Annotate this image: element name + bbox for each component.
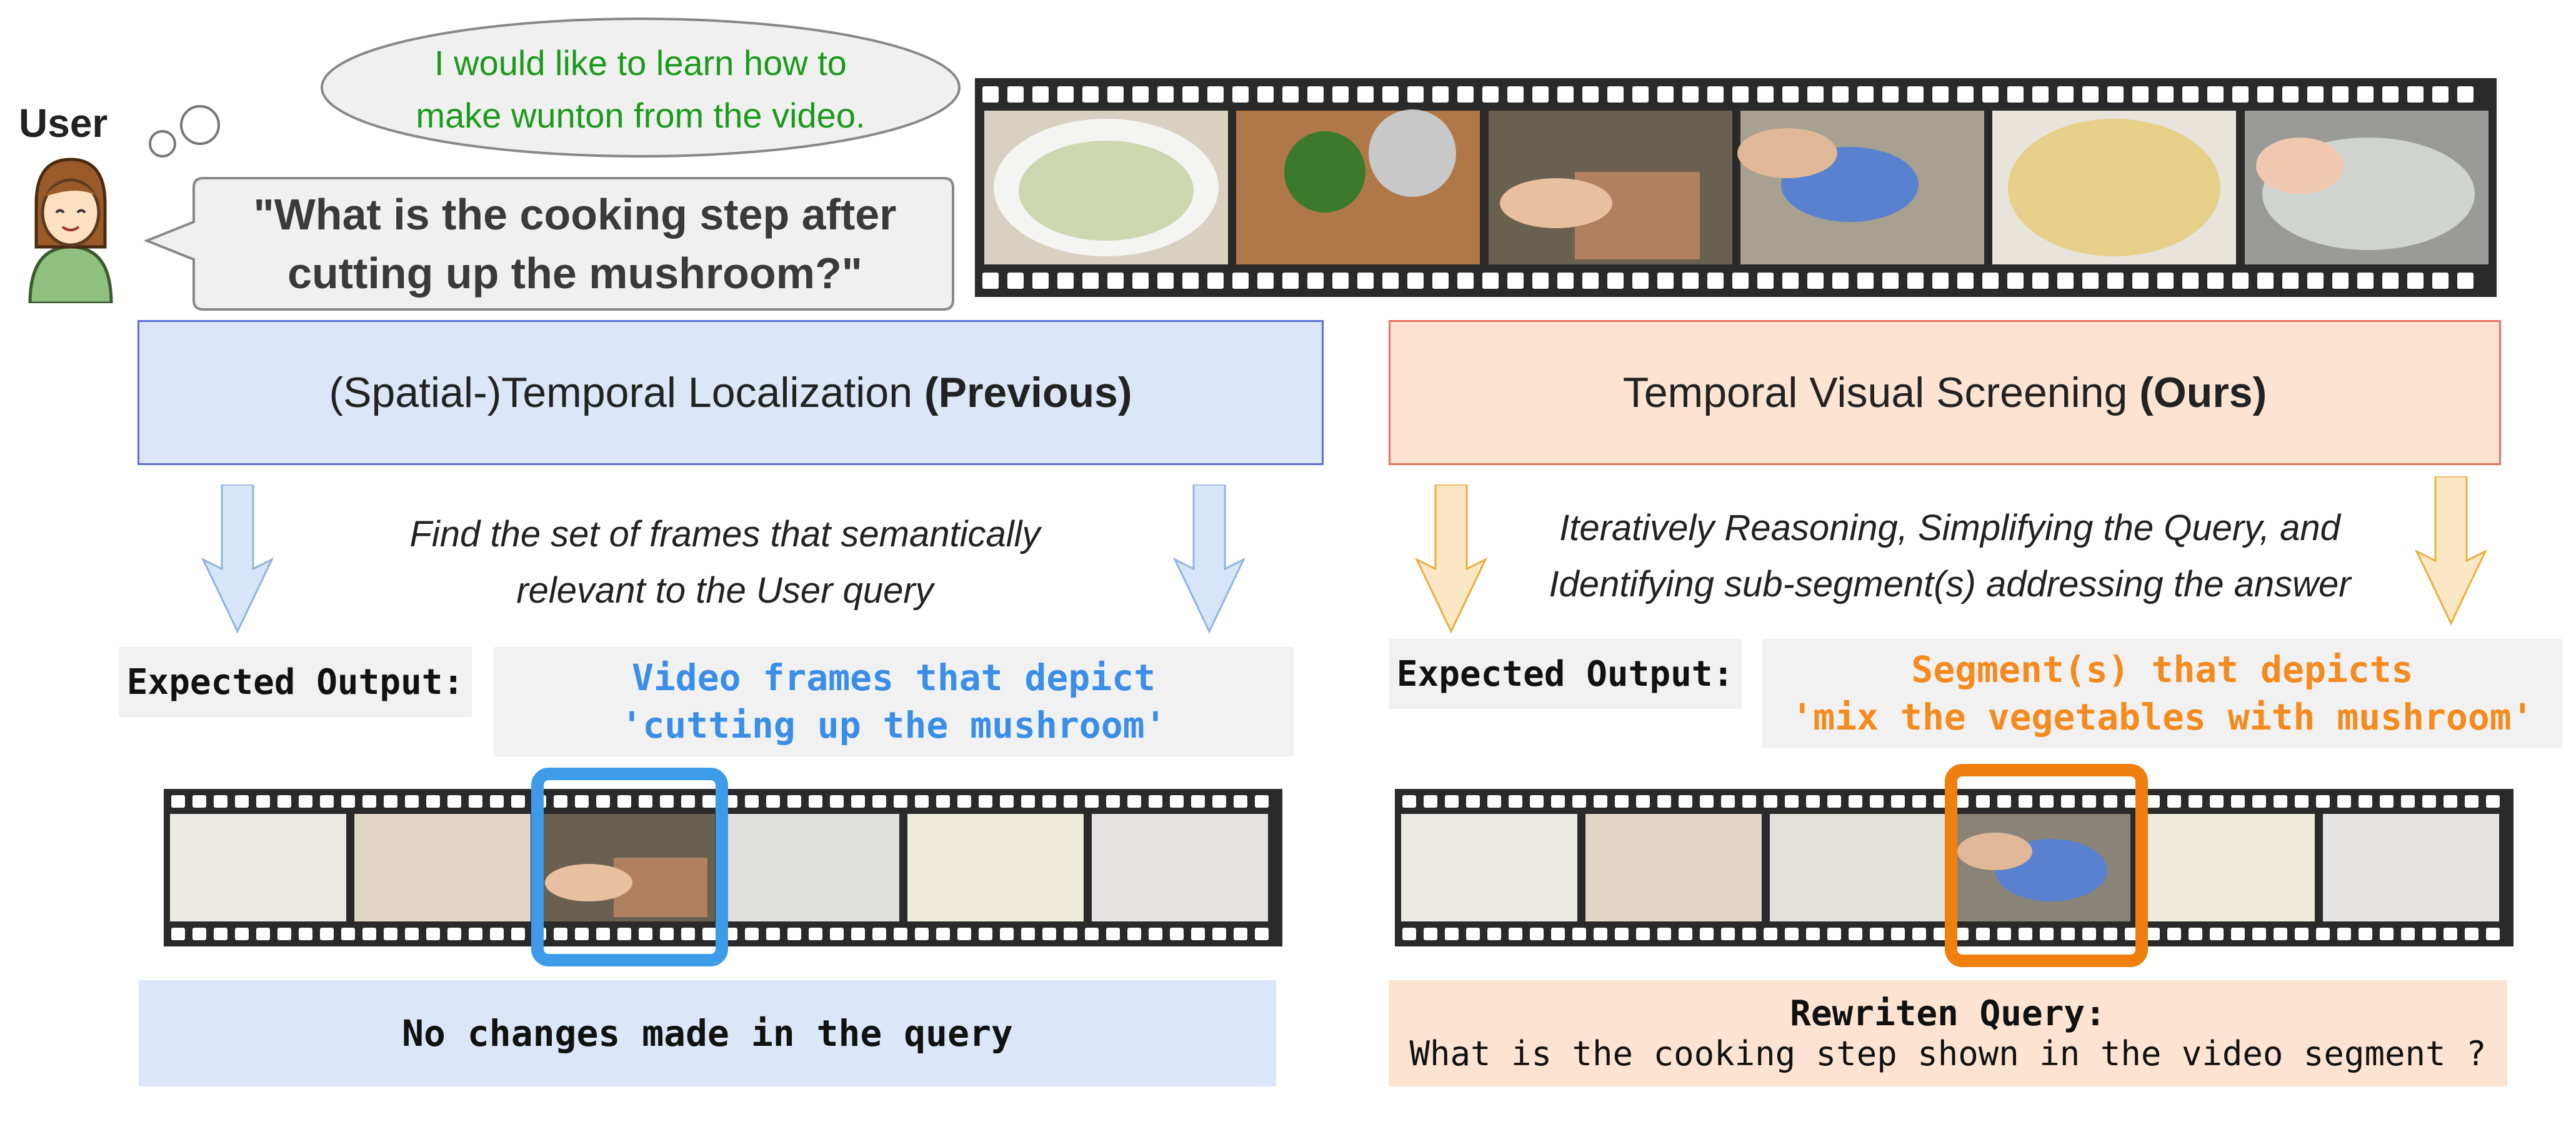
speech-bubble	[143, 177, 954, 311]
previous-expected-label: Expected Output:	[119, 647, 472, 717]
thought-bubble	[149, 18, 961, 158]
top-film-strip	[975, 78, 2497, 297]
user-label: User	[19, 101, 108, 146]
ours-expected-value: Segment(s) that depicts 'mix the vegetab…	[1762, 639, 2562, 748]
ours-result-text: What is the cooking step shown in the vi…	[1409, 1034, 2487, 1073]
previous-result-box: No changes made in the query	[139, 980, 1276, 1086]
film-strip-icon	[975, 78, 2497, 297]
ours-result-box: Rewriten Query: What is the cooking step…	[1389, 980, 2507, 1086]
ours-title-box: Temporal Visual Screening (Ours)	[1389, 320, 2501, 465]
previous-highlight-frame[interactable]	[531, 768, 728, 966]
ours-description: Iteratively Reasoning, Simplifying the Q…	[1549, 508, 2351, 605]
user-avatar-icon	[28, 158, 113, 303]
ours-highlight-segment[interactable]	[1945, 764, 2148, 967]
ours-result-title: Rewriten Query:	[1790, 993, 2106, 1034]
down-arrow-icon	[1172, 484, 1246, 634]
down-arrow-icon	[2414, 476, 2488, 626]
previous-description: Find the set of frames that semantically…	[409, 514, 1041, 611]
down-arrow-icon	[201, 484, 274, 634]
question-text: "What is the cooking step after cutting …	[253, 189, 897, 298]
previous-expected-value: Video frames that depict 'cutting up the…	[494, 647, 1294, 756]
down-arrow-icon	[1414, 484, 1488, 634]
ours-expected-label: Expected Output:	[1389, 639, 1742, 709]
previous-title-box: (Spatial-)Temporal Localization (Previou…	[137, 320, 1324, 465]
thought-text: I would like to learn how to make wunton…	[416, 43, 866, 135]
